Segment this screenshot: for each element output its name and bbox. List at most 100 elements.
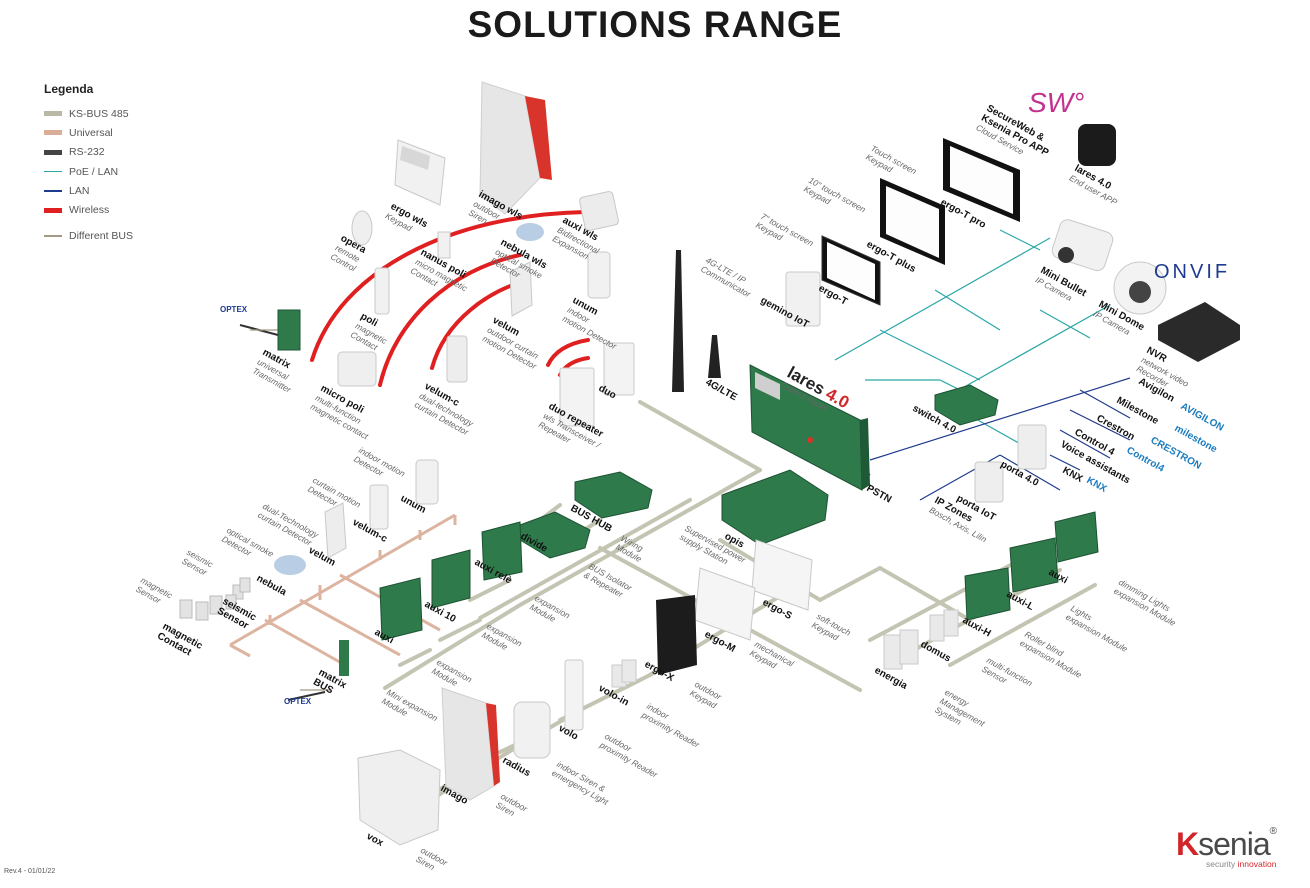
legend-swatch bbox=[44, 111, 62, 117]
ksenia-logo: Ksenia® security innovation bbox=[1176, 826, 1286, 869]
label-auxi-h-desc: Roller blind expansion Module bbox=[1018, 629, 1083, 680]
auxi-board bbox=[379, 577, 423, 641]
legend-swatch bbox=[44, 170, 62, 173]
label-micro-poli: micro poli multi-function magnetic conta… bbox=[309, 383, 371, 442]
label-divide-desc: BUS Isolator & Repeater bbox=[582, 561, 634, 600]
volo-reader bbox=[564, 659, 584, 731]
label-lares-app: lares 4.0 End user APP bbox=[1068, 163, 1120, 207]
nebula-wls-disc bbox=[516, 223, 544, 241]
onvif-logo: ONVIF bbox=[1154, 261, 1230, 283]
legend-label: PoE / LAN bbox=[69, 165, 119, 178]
energia-module bbox=[883, 629, 919, 670]
poli-contact bbox=[374, 267, 390, 315]
velum-bottom-detector bbox=[324, 502, 347, 559]
switch-board bbox=[934, 384, 999, 426]
seismic-sensors bbox=[225, 577, 251, 610]
label-ergo-m-desc: mechanical Keypad bbox=[748, 639, 796, 671]
imago-wls-siren bbox=[479, 81, 552, 215]
label-nebula-desc: optical smoke Detector bbox=[220, 525, 275, 559]
vox-siren bbox=[357, 749, 441, 846]
label-vox-desc: outdoor Siren bbox=[414, 845, 450, 872]
porta-iot-box bbox=[974, 461, 1004, 503]
label-radius-desc: indoor Siren & emergency Light bbox=[550, 759, 610, 807]
unum-top-detector bbox=[587, 251, 611, 299]
svg-text:expansion Module: expansion Module bbox=[1064, 612, 1129, 654]
opera-remote bbox=[351, 210, 373, 246]
duo-box bbox=[603, 342, 635, 396]
auxi-l-board bbox=[1009, 537, 1059, 593]
logo-tag-innovation: innovation bbox=[1237, 859, 1277, 869]
logo-tagline: security innovation bbox=[1206, 859, 1286, 869]
label-auxi-h: auxi-H bbox=[961, 615, 993, 639]
opis-board bbox=[721, 469, 829, 546]
label-auxi-bottom-desc: expansion Module bbox=[430, 657, 474, 688]
nvr-box bbox=[1158, 302, 1240, 362]
duo-repeater-box bbox=[559, 367, 595, 427]
labels: imago wls outdoor Siren ergo wls Keypad … bbox=[134, 87, 1230, 872]
mini-bullet-camera bbox=[1051, 219, 1114, 272]
label-radius: radius bbox=[501, 755, 533, 779]
wireless-arcs bbox=[310, 210, 590, 387]
label-pstn: PSTN bbox=[865, 483, 894, 506]
label-auxi-rele-desc: expansion Module bbox=[528, 593, 572, 624]
ergo-t-pro-screen bbox=[943, 138, 1020, 222]
knx-logo: KNX bbox=[1085, 475, 1109, 495]
auxi-10-board bbox=[431, 549, 471, 609]
lares-app-icon bbox=[1078, 124, 1116, 166]
logo-tag: security bbox=[1206, 859, 1236, 869]
magnetic-contacts bbox=[179, 595, 223, 621]
label-matrix-top: matrix universal Transmitter bbox=[251, 347, 294, 395]
velum-c-bottom-detector bbox=[369, 484, 389, 530]
label-velum-c-top: velum-c dual-technology curtain Detector bbox=[413, 381, 476, 438]
legend-label: Wireless bbox=[69, 204, 110, 217]
label-gemino-desc: 4G-LTE / IP Communicator bbox=[699, 255, 753, 300]
nebula-bottom-disc bbox=[274, 555, 306, 575]
legend-item-lan: LAN bbox=[44, 181, 204, 200]
velum-top-detector bbox=[509, 261, 533, 317]
label-ergo-x-desc: outdoor Keypad bbox=[688, 679, 724, 711]
label-volo-desc: outdoor proximity Reader bbox=[597, 731, 660, 780]
label-nebula: nebula bbox=[255, 573, 289, 598]
mini-dome-camera bbox=[1113, 261, 1167, 315]
label-auxi-right-desc: dimming Lights expansion Module bbox=[1112, 577, 1177, 628]
auxi-wls-box bbox=[579, 191, 619, 231]
devices bbox=[179, 81, 1240, 846]
logo-reg: ® bbox=[1269, 826, 1277, 837]
nanus-poli-contact bbox=[437, 231, 451, 259]
legend-item-different-bus: Different BUS bbox=[44, 227, 204, 246]
label-ergo-t-pro-desc: Touch screen Keypad bbox=[864, 143, 918, 176]
legend-heading: Legenda bbox=[44, 82, 94, 96]
legend-swatch bbox=[44, 235, 62, 238]
logo-k: K bbox=[1176, 826, 1199, 862]
ergo-s-keypad bbox=[751, 539, 813, 611]
optex-logo-top: OPTEX bbox=[220, 305, 248, 314]
label-mini-bullet: Mini Bullet IP Camera bbox=[1034, 265, 1089, 303]
legend-item-poe-lan: PoE / LAN bbox=[44, 162, 204, 181]
legend-item-ks-bus: KS-BUS 485 bbox=[44, 104, 204, 123]
label-mini-expansion: Mini expansion Module bbox=[380, 687, 440, 723]
bus-hub-board bbox=[574, 471, 653, 519]
legend-item-universal: Universal bbox=[44, 123, 204, 142]
legend-label: Universal bbox=[69, 126, 113, 139]
legend-item-wireless: Wireless bbox=[44, 200, 204, 219]
velum-c-top-detector bbox=[446, 335, 468, 383]
label-velum-bottom-desc: dual-Technology curtain Detector bbox=[256, 501, 321, 548]
label-unum-bottom-desc: indoor motion Detector bbox=[352, 445, 407, 479]
label-imago-desc: outdoor Siren bbox=[494, 791, 530, 818]
legend-label: RS-232 bbox=[69, 146, 105, 159]
antenna-left bbox=[672, 250, 684, 392]
label-domus-desc: multi-function Sensor bbox=[980, 655, 1034, 688]
auxi-h-board bbox=[964, 567, 1011, 621]
legend-swatch bbox=[44, 207, 62, 213]
label-ergo-wls: ergo wls Keypad bbox=[384, 201, 430, 233]
label-domus: domus bbox=[919, 639, 953, 665]
label-auxi-10-desc: expansion Module bbox=[480, 621, 524, 652]
label-auxi-l-desc: Lights expansion Module bbox=[1064, 603, 1129, 654]
label-ergo-t-plus-desc: 10" touch screen Keypad bbox=[802, 175, 867, 215]
optex-logo-bottom: OPTEX bbox=[284, 697, 312, 706]
legend-swatch bbox=[44, 190, 62, 192]
label-ergo-t-desc: 7" touch screen Keypad bbox=[754, 211, 815, 248]
sw-logo: SW° bbox=[1028, 87, 1084, 118]
label-magnetic-desc: magnetic Sensor bbox=[134, 575, 175, 606]
